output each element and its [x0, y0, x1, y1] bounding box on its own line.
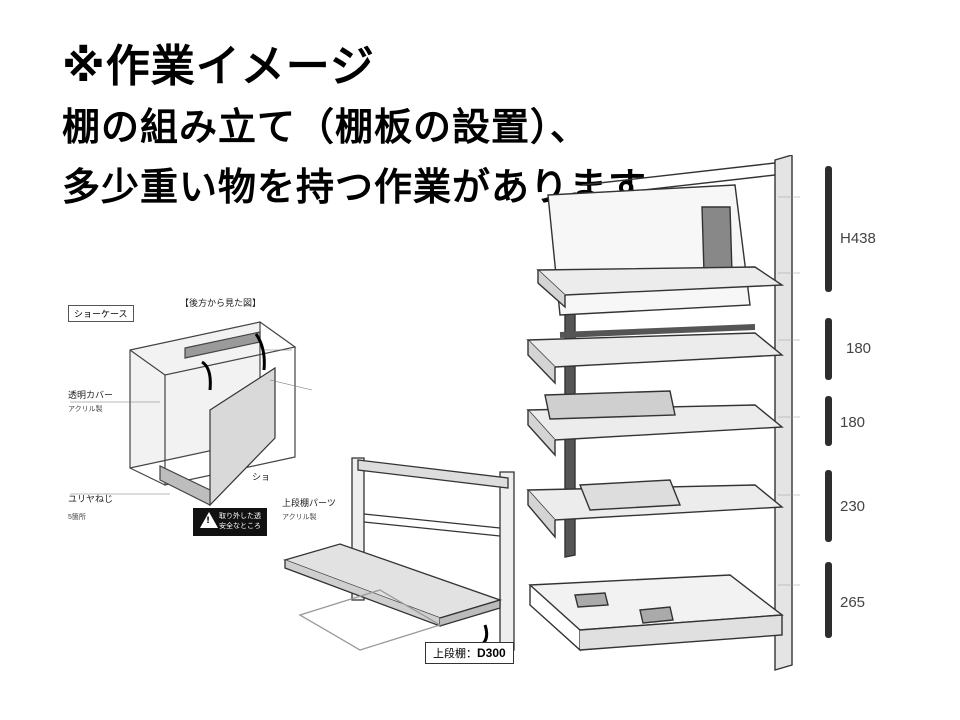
height-bar-3	[825, 396, 832, 446]
showcase-box-label: ショーケース	[68, 305, 134, 322]
cover-material: アクリル製	[68, 406, 103, 413]
upper-shelf-illustration	[282, 457, 515, 651]
screw-label: ユリヤねじ	[68, 494, 114, 504]
warning-exclamation-icon: !	[206, 516, 211, 526]
depth-value: D300	[477, 646, 506, 660]
shelf-rack-illustration	[526, 155, 800, 671]
dimension-180-b: 180	[840, 414, 866, 431]
cover-label: 透明カバー	[68, 390, 114, 400]
upper-shelf-depth-label: 上段棚：D300	[425, 642, 514, 664]
rear-view-note: 【後方から見た図】	[180, 298, 262, 308]
warning-line-1: 取り外した透	[219, 512, 261, 520]
dimension-230: 230	[840, 498, 866, 515]
upper-shelf-parts-label: 上段棚パーツ	[282, 498, 336, 508]
dimension-265: 265	[840, 594, 866, 611]
dimension-h438: H438	[840, 230, 876, 247]
warning-triangle-icon	[200, 512, 218, 528]
heading-line-1: ※作業イメージ	[62, 41, 375, 92]
warning-line-2: 安全なところ	[219, 522, 261, 530]
showcase-illustration	[70, 321, 313, 507]
dimension-180-a: 180	[846, 340, 872, 357]
showcase-side-text: ショ	[252, 472, 271, 482]
heading-line-2: 棚の組み立て（棚板の設置）、	[62, 105, 590, 149]
screw-count: 5箇所	[68, 514, 86, 521]
height-bar-4	[825, 470, 832, 542]
depth-prefix: 上段棚：	[433, 648, 477, 660]
height-bar-5	[825, 562, 832, 638]
upper-shelf-material: アクリル製	[282, 514, 317, 521]
height-bar-2	[825, 318, 832, 380]
height-bar-1	[825, 166, 832, 292]
